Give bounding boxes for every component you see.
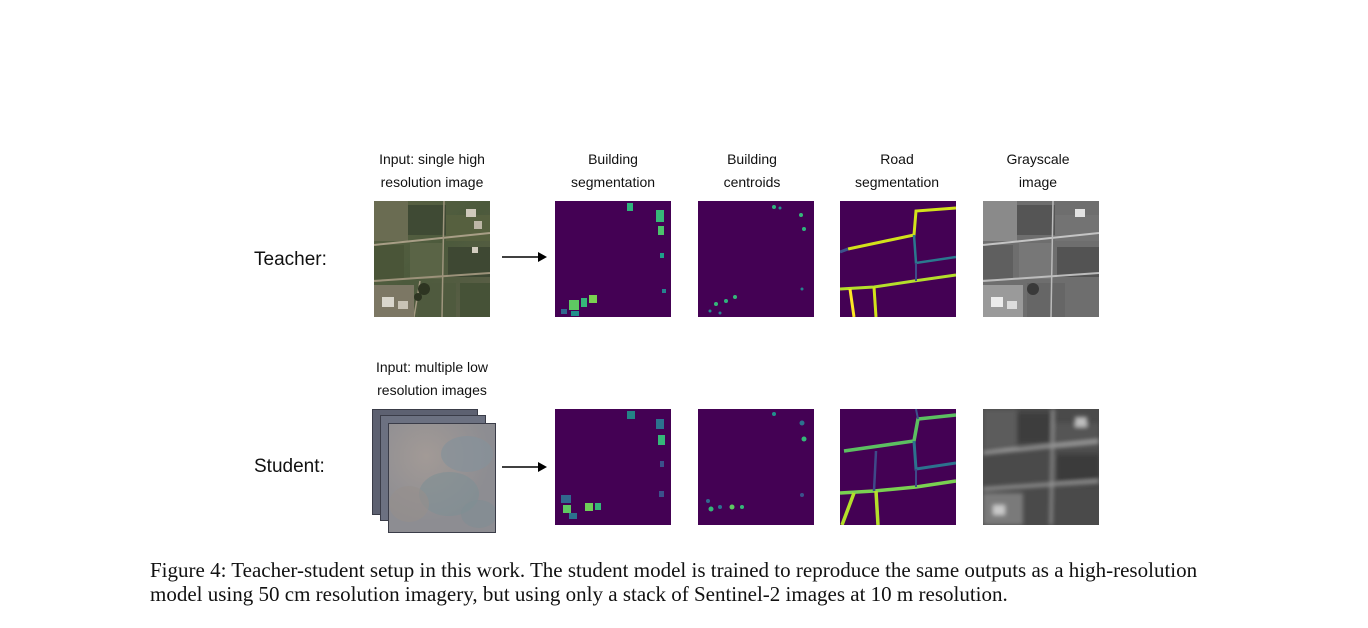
teacher-building-centroids bbox=[698, 201, 814, 317]
teacher-road-segmentation bbox=[840, 201, 956, 317]
student-grayscale-image bbox=[983, 409, 1099, 525]
figure-caption: Figure 4: Teacher-student setup in this … bbox=[150, 558, 1198, 606]
header-line: resolution images bbox=[377, 382, 487, 398]
student-row-label: Student: bbox=[254, 456, 325, 477]
stack-layer-front bbox=[388, 423, 496, 533]
student-input-header: Input: multiple low resolution images bbox=[357, 356, 507, 402]
student-arrow bbox=[502, 462, 547, 472]
teacher-input-header: Input: single high resolution image bbox=[357, 148, 507, 194]
building-segmentation-header: Building segmentation bbox=[538, 148, 688, 194]
road-segmentation-header: Road segmentation bbox=[822, 148, 972, 194]
teacher-grayscale-image bbox=[983, 201, 1099, 317]
header-line: Input: multiple low bbox=[375, 359, 489, 375]
header-line: image bbox=[1018, 174, 1058, 190]
building-centroids-header: Building centroids bbox=[677, 148, 827, 194]
header-line: Grayscale bbox=[1006, 151, 1070, 167]
header-line: Building bbox=[588, 151, 638, 167]
header-line: segmentation bbox=[854, 174, 940, 190]
header-line: Input: single high bbox=[379, 151, 485, 167]
grayscale-image-header: Grayscale image bbox=[963, 148, 1113, 194]
teacher-arrow bbox=[502, 252, 547, 262]
student-input-stack bbox=[372, 409, 496, 533]
header-line: centroids bbox=[723, 174, 781, 190]
teacher-row-label: Teacher: bbox=[254, 249, 327, 270]
student-building-segmentation bbox=[555, 409, 671, 525]
teacher-building-segmentation bbox=[555, 201, 671, 317]
teacher-aerial-image bbox=[374, 201, 490, 317]
header-line: Road bbox=[880, 151, 914, 167]
student-road-segmentation bbox=[840, 409, 956, 525]
header-line: resolution image bbox=[380, 174, 484, 190]
header-line: Building bbox=[727, 151, 777, 167]
header-line: segmentation bbox=[570, 174, 656, 190]
student-building-centroids bbox=[698, 409, 814, 525]
